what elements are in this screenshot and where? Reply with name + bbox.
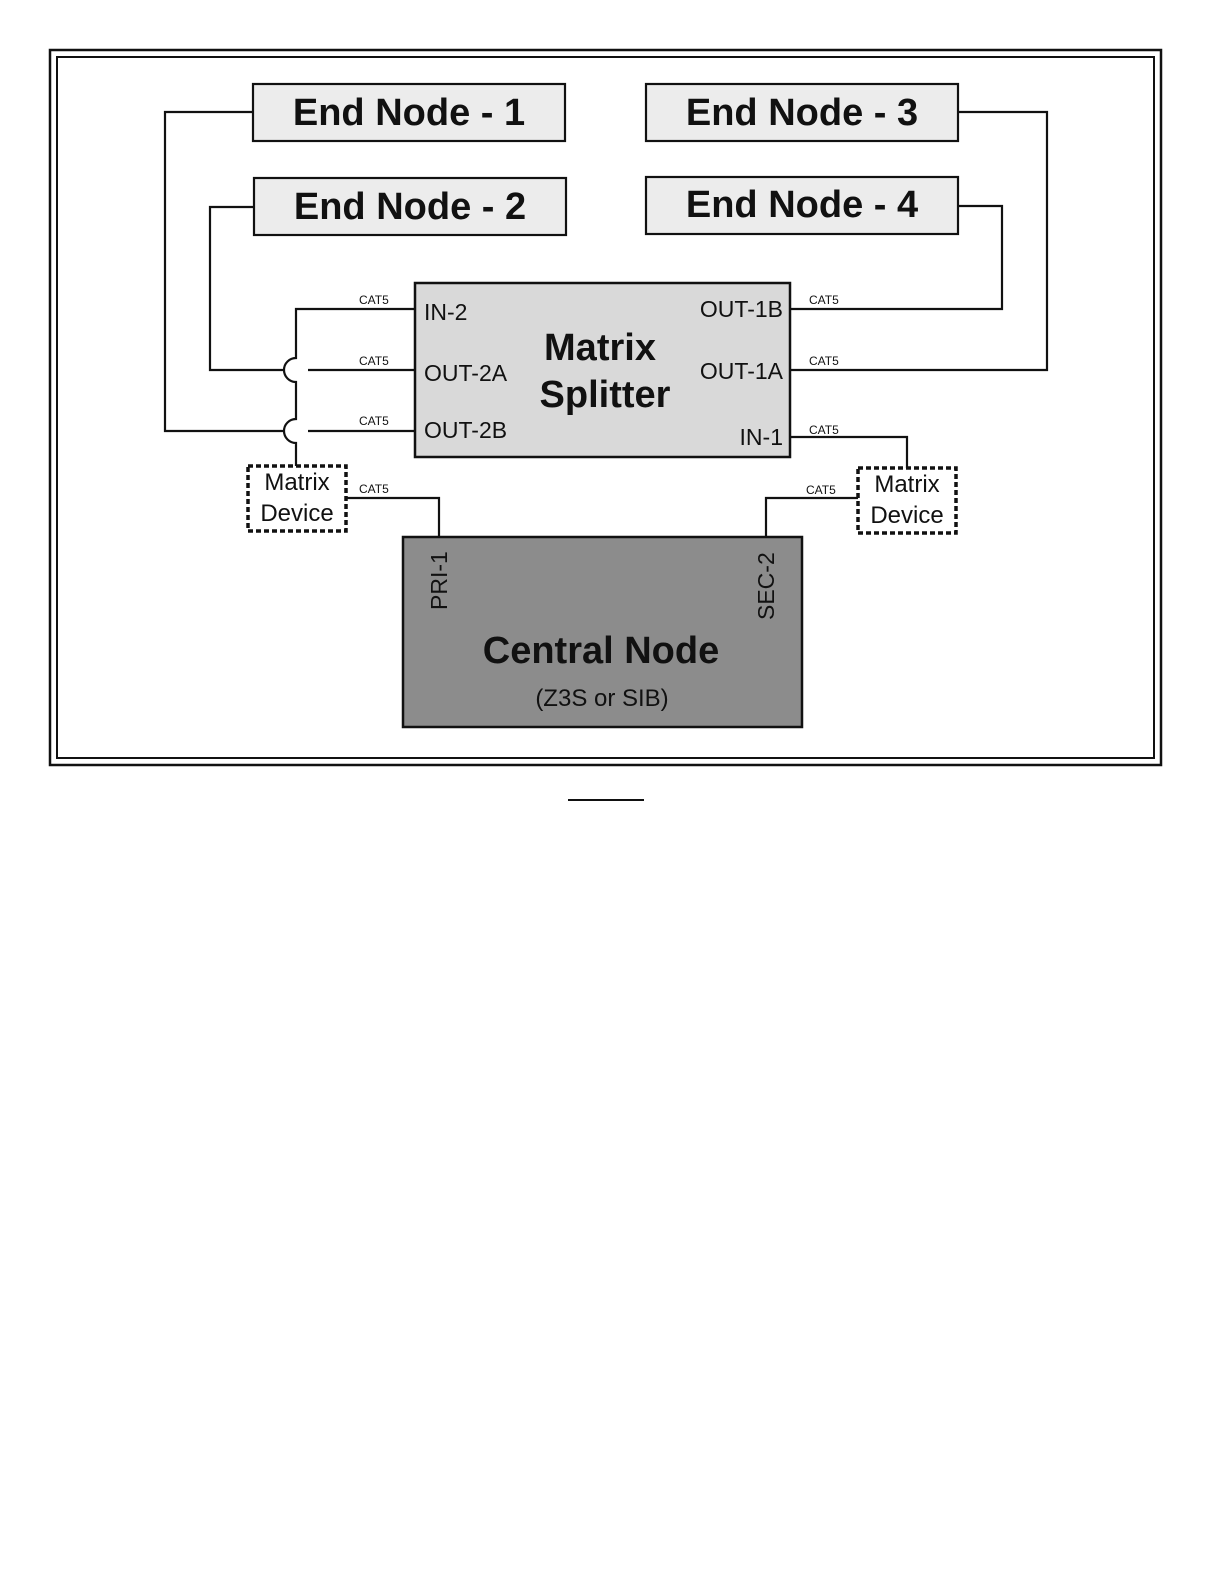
matrix-device-line2: Device bbox=[260, 500, 333, 527]
central-node-subtitle: (Z3S or SIB) bbox=[535, 685, 668, 712]
end-node-label: End Node - 3 bbox=[686, 92, 918, 134]
end-node-1: End Node - 1 bbox=[253, 84, 565, 141]
end-node-label: End Node - 1 bbox=[293, 92, 525, 134]
port-out-2b: OUT-2B bbox=[424, 417, 507, 443]
end-node-2: End Node - 2 bbox=[254, 178, 566, 235]
matrix-device-line1: Matrix bbox=[874, 471, 939, 498]
matrix-splitter: Matrix Splitter IN-2 OUT-2A OUT-2B OUT-1… bbox=[415, 283, 790, 457]
cable-label: CAT5 bbox=[809, 423, 839, 437]
end-node-4: End Node - 4 bbox=[646, 177, 958, 234]
cable-label: CAT5 bbox=[359, 482, 389, 496]
matrix-device-left: Matrix Device bbox=[248, 466, 346, 531]
port-out-1a: OUT-1A bbox=[700, 358, 784, 384]
wire-sec-2 bbox=[766, 498, 858, 537]
splitter-title-line1: Matrix bbox=[544, 327, 656, 369]
port-out-1b: OUT-1B bbox=[700, 296, 783, 322]
wire-pri-1 bbox=[346, 498, 439, 537]
matrix-device-right: Matrix Device bbox=[858, 468, 956, 533]
cable-label: CAT5 bbox=[809, 293, 839, 307]
end-node-3: End Node - 3 bbox=[646, 84, 958, 141]
port-in-2: IN-2 bbox=[424, 299, 467, 325]
port-pri-1: PRI-1 bbox=[426, 551, 452, 610]
cable-label: CAT5 bbox=[806, 483, 836, 497]
port-out-2a: OUT-2A bbox=[424, 360, 508, 386]
wire-end-node-3 bbox=[790, 112, 1047, 370]
wire-in-1 bbox=[790, 437, 907, 468]
wire-in-2 bbox=[284, 309, 415, 466]
port-sec-2: SEC-2 bbox=[753, 552, 779, 620]
matrix-device-line2: Device bbox=[870, 502, 943, 529]
central-node: Central Node (Z3S or SIB) PRI-1 SEC-2 bbox=[403, 537, 802, 727]
matrix-device-line1: Matrix bbox=[264, 469, 329, 496]
cable-label: CAT5 bbox=[809, 354, 839, 368]
wire-end-node-1 bbox=[165, 112, 283, 431]
central-node-title: Central Node bbox=[483, 630, 719, 672]
cable-label: CAT5 bbox=[359, 414, 389, 428]
cable-label: CAT5 bbox=[359, 293, 389, 307]
end-node-label: End Node - 4 bbox=[686, 184, 918, 226]
end-node-label: End Node - 2 bbox=[294, 186, 526, 228]
port-in-1: IN-1 bbox=[740, 424, 783, 450]
cable-label: CAT5 bbox=[359, 354, 389, 368]
splitter-title-line2: Splitter bbox=[540, 374, 671, 416]
